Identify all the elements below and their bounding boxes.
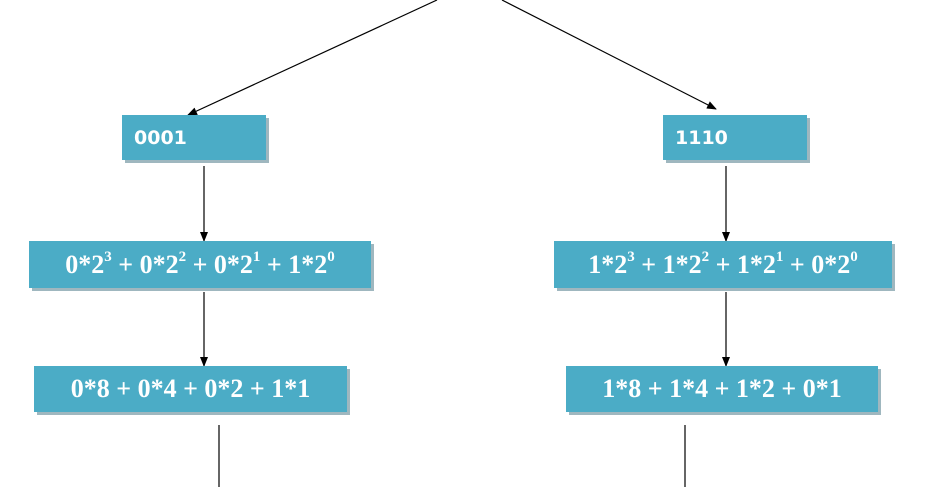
left-powers-expression: 0*23 + 0*22 + 0*21 + 1*20 [65,248,335,279]
right-powers-expression: 1*23 + 1*22 + 1*21 + 0*20 [588,248,858,279]
left-binary-box: 0001 [122,115,266,160]
right-binary-label: 1110 [675,126,728,149]
right-products-box: 1*8 + 1*4 + 1*2 + 0*1 [566,366,878,412]
right-binary-box: 1110 [663,115,807,160]
left-products-expression: 0*8 + 0*4 + 0*2 + 1*1 [70,374,311,403]
right-powers-box: 1*23 + 1*22 + 1*21 + 0*20 [554,241,892,288]
arrow-to-left-binary [187,0,438,116]
arrow-to-right-binary [501,0,717,110]
left-binary-label: 0001 [134,126,187,149]
right-products-expression: 1*8 + 1*4 + 1*2 + 0*1 [602,374,842,403]
left-products-box: 0*8 + 0*4 + 0*2 + 1*1 [34,366,347,412]
left-powers-box: 0*23 + 0*22 + 0*21 + 1*20 [29,241,371,288]
